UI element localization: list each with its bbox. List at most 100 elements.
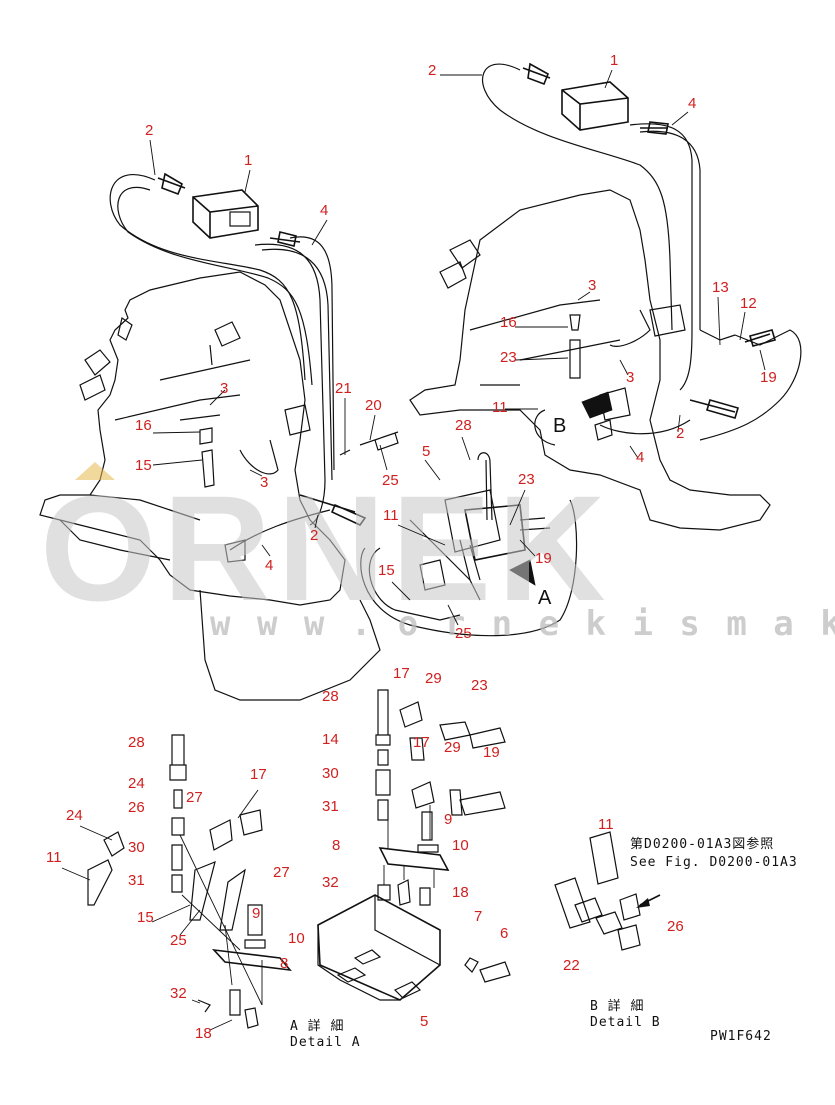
callout-leader-line bbox=[391, 581, 411, 601]
detail-b-reference-en: See Fig. D0200-01A3 bbox=[630, 855, 798, 870]
part-number-callout: 11 bbox=[46, 849, 62, 866]
part-number-callout: 20 bbox=[365, 397, 382, 414]
part-number-callout: 29 bbox=[425, 670, 442, 687]
detail-b-title-jp: B 詳 細 bbox=[590, 998, 644, 1014]
callout-leader-line bbox=[369, 414, 376, 441]
part-number-callout: 27 bbox=[273, 864, 290, 881]
callout-leader-line bbox=[604, 69, 613, 89]
part-number-callout: 8 bbox=[332, 837, 340, 854]
part-number-callout: 28 bbox=[322, 688, 339, 705]
detail-b-exploded-view: B 詳 細 Detail B 第D0200-01A3図参照 See Fig. D… bbox=[554, 831, 798, 1030]
part-number-callout: 24 bbox=[128, 775, 145, 792]
part-number-callout: 17 bbox=[413, 734, 430, 751]
watermark-url: w w w . o r n e k i s m a k i n a l a r … bbox=[210, 604, 835, 644]
part-number-callout: 16 bbox=[135, 417, 152, 434]
part-number-callout: 15 bbox=[378, 562, 395, 579]
drawing-code: PW1F642 bbox=[710, 1029, 772, 1044]
callout-leader-line bbox=[261, 544, 271, 557]
part-number-callout: 31 bbox=[322, 798, 339, 815]
part-number-callout: 18 bbox=[452, 884, 469, 901]
part-number-callout: 9 bbox=[444, 811, 452, 828]
callout-leader-line bbox=[397, 524, 446, 546]
detail-a-title-jp: A 詳 細 bbox=[290, 1018, 344, 1034]
left-engine-assembly: A bbox=[39, 172, 578, 701]
part-number-callout: 16 bbox=[500, 314, 517, 331]
detail-a-exploded-view: A 詳 細 Detail A bbox=[87, 689, 511, 1050]
part-number-callout: 8 bbox=[280, 955, 288, 972]
callout-leader-line bbox=[739, 311, 746, 341]
callout-leader-line bbox=[61, 867, 91, 881]
part-number-callout: 31 bbox=[128, 872, 145, 889]
part-number-callout: 4 bbox=[636, 449, 644, 466]
callout-leader-line bbox=[461, 436, 471, 461]
callout-leader-line bbox=[149, 139, 156, 176]
part-number-callout: 19 bbox=[483, 744, 500, 761]
part-number-callout: 23 bbox=[471, 677, 488, 694]
part-number-callout: 17 bbox=[393, 665, 410, 682]
part-number-callout: 26 bbox=[128, 799, 145, 816]
callout-leader-line bbox=[179, 909, 201, 936]
part-number-callout: 29 bbox=[444, 739, 461, 756]
part-number-callout: 4 bbox=[688, 95, 696, 112]
part-number-callout: 17 bbox=[250, 766, 267, 783]
part-number-callout: 23 bbox=[518, 471, 535, 488]
callout-leader-line bbox=[152, 431, 201, 434]
view-marker-b: B bbox=[553, 415, 566, 437]
part-number-callout: 11 bbox=[492, 399, 508, 416]
part-number-callout: 7 bbox=[474, 908, 482, 925]
part-number-callout: 15 bbox=[137, 909, 154, 926]
callout-leader-line bbox=[671, 111, 689, 126]
part-number-callout: 2 bbox=[310, 527, 318, 544]
callout-leader-line bbox=[447, 604, 459, 626]
callout-leader-line bbox=[424, 459, 441, 481]
part-number-callout: 13 bbox=[712, 279, 729, 296]
part-number-callout: 3 bbox=[588, 277, 596, 294]
part-number-callout: 15 bbox=[135, 457, 152, 474]
part-number-callout: 32 bbox=[170, 985, 187, 1002]
callout-leader-line bbox=[249, 469, 263, 477]
part-number-callout: 4 bbox=[320, 202, 328, 219]
part-number-callout: 1 bbox=[610, 52, 618, 69]
detail-b-reference-jp: 第D0200-01A3図参照 bbox=[630, 836, 774, 852]
part-number-callout: 3 bbox=[626, 369, 634, 386]
part-number-callout: 22 bbox=[563, 957, 580, 974]
part-number-callout: 2 bbox=[676, 425, 684, 442]
detail-b-title-en: Detail B bbox=[590, 1015, 661, 1030]
watermark-letters: ORNEK bbox=[40, 464, 612, 632]
callout-leader-line bbox=[311, 219, 328, 246]
watermark: ORNEK w w w . o r n e k i s m a k i n a … bbox=[40, 462, 835, 644]
part-number-callout: 2 bbox=[428, 62, 436, 79]
callout-leader-line bbox=[619, 359, 629, 376]
callout-leader-line bbox=[514, 357, 569, 361]
part-number-callout: 28 bbox=[128, 734, 145, 751]
callout-leader-line bbox=[151, 904, 191, 923]
view-marker-a: A bbox=[538, 587, 552, 609]
part-number-callout: 5 bbox=[422, 443, 430, 460]
part-number-callout: 5 bbox=[420, 1013, 428, 1030]
callout-leader-line bbox=[509, 489, 526, 526]
callout-leader-line bbox=[209, 1019, 233, 1031]
part-number-callout: 3 bbox=[260, 474, 268, 491]
callout-leader-line bbox=[677, 414, 681, 433]
part-number-callout: 30 bbox=[322, 765, 339, 782]
part-number-callout: 18 bbox=[195, 1025, 212, 1042]
part-number-callout: 11 bbox=[598, 816, 614, 833]
part-number-callout: 19 bbox=[760, 369, 777, 386]
part-number-callout: 3 bbox=[220, 380, 228, 397]
part-number-callout: 30 bbox=[128, 839, 145, 856]
part-number-callout: 2 bbox=[145, 122, 153, 139]
part-number-callout: 25 bbox=[455, 625, 472, 642]
callout-leader-line bbox=[244, 169, 251, 193]
callout-leader-line bbox=[209, 389, 226, 406]
part-number-callout: 14 bbox=[322, 731, 339, 748]
part-number-callout: 25 bbox=[170, 932, 187, 949]
callout-leader-line bbox=[237, 789, 259, 819]
part-number-callout: 23 bbox=[500, 349, 517, 366]
part-number-callout: 19 bbox=[535, 550, 552, 567]
callout-leader-line bbox=[379, 444, 388, 471]
